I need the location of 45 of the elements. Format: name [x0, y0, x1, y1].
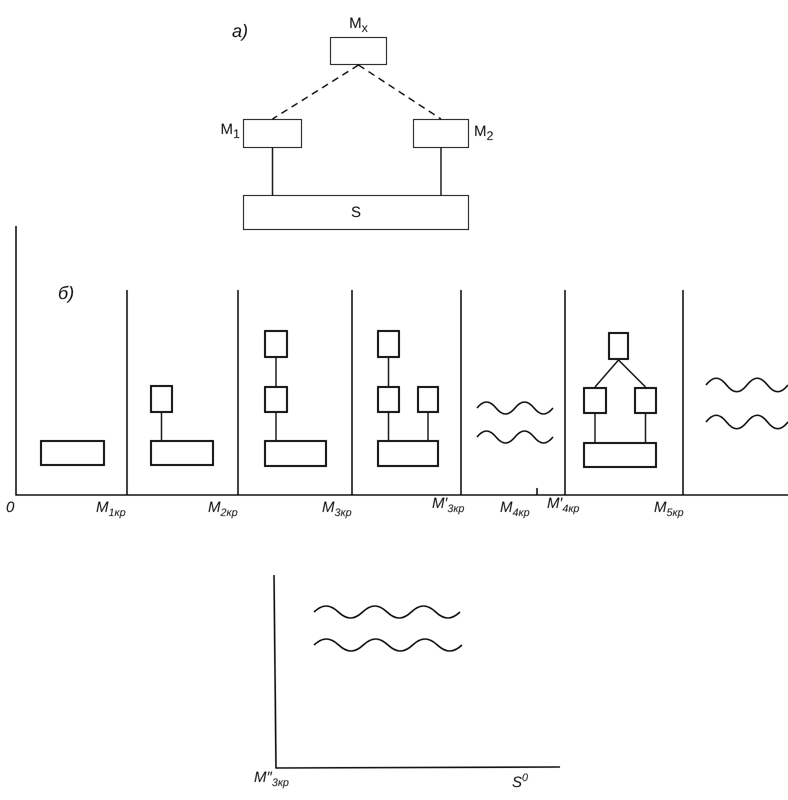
empty-box: [150, 385, 173, 413]
axis-label: S$^{0}$: [512, 773, 528, 790]
box-label: S: [350, 205, 361, 220]
axis-label: M$_{5кр}$: [654, 500, 684, 519]
dashed-connector: [358, 64, 442, 120]
connector-line: [388, 358, 390, 386]
connector-line: [440, 148, 442, 195]
process-box: [243, 195, 469, 230]
connector-line: [275, 358, 277, 386]
empty-box: [264, 440, 327, 467]
dashed-connector: [272, 64, 359, 120]
empty-box: [264, 386, 288, 413]
axis-label: M′$_{4кр}$: [547, 496, 580, 515]
axis-label: M″$_{3кр}$: [254, 770, 289, 789]
connector-line: [594, 360, 620, 388]
empty-box: [608, 332, 629, 360]
empty-box: [583, 387, 607, 414]
empty-box: [150, 440, 214, 466]
empty-box: [377, 330, 400, 358]
connector-line: [160, 413, 162, 440]
box-label: M$_{x}$: [349, 16, 368, 34]
connector-line: [272, 148, 274, 195]
connector-line: [275, 413, 277, 440]
connector-line: [618, 360, 646, 388]
axis-label: M$_{1кр}$: [96, 500, 126, 519]
connector-line: [594, 414, 596, 442]
panel-label: а): [232, 22, 248, 40]
panel-label: б): [58, 284, 74, 302]
empty-box: [264, 330, 288, 358]
axis-label: M$_{3кр}$: [322, 500, 352, 519]
empty-box: [377, 386, 400, 413]
axis-label: M$_{2кр}$: [208, 500, 238, 519]
empty-box: [634, 387, 657, 414]
empty-box: [583, 442, 657, 468]
box-label: M$_{2}$: [474, 124, 494, 142]
connector-line: [427, 413, 429, 440]
axis-label: 0: [6, 500, 14, 515]
empty-box: [377, 440, 439, 467]
connector-line: [644, 414, 646, 442]
axis-label: M′$_{3кр}$: [432, 496, 464, 515]
box-label: M$_{1}$: [220, 122, 240, 140]
empty-box: [40, 440, 105, 466]
empty-box: [417, 386, 439, 413]
connector-line: [388, 413, 390, 440]
axis-label: M$_{4кр}$: [500, 500, 530, 519]
